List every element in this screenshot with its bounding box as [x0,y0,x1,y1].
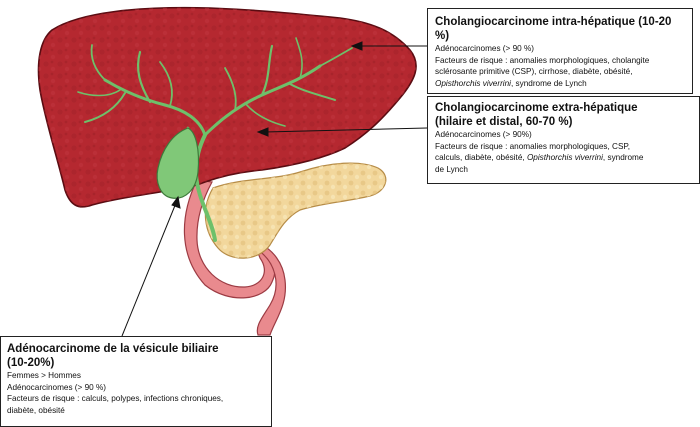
callout-line: calculs, diabète, obésité, Opisthorchis … [435,152,692,164]
callout-title: Adénocarcinome de la vésicule biliaire [7,343,219,355]
callout-text: calculs, diabète, obésité, [435,153,527,163]
callout-line: diabète, obésité [7,405,65,415]
callout-line: de Lynch [435,164,468,174]
callout-line: Femmes > Hommes [7,371,81,380]
bile-duct-tree [77,37,353,242]
callout-intrahepatic: Cholangiocarcinome intra-hépatique (10-2… [427,8,693,94]
callout-gallbladder: Adénocarcinome de la vésicule biliaire (… [0,336,272,427]
species-name: Opisthorchis viverrini [526,153,603,163]
callout-line: Opisthorchis viverrini, syndrome de Lync… [435,78,685,90]
callout-text: , syndrome [602,153,644,163]
pointer-arrow [121,41,428,337]
callout-line: Adénocarcinomes (> 90%) [435,130,532,139]
callout-line: Facteurs de risque : anomalies morpholog… [435,55,650,65]
callout-line: Facteurs de risque : anomalies morpholog… [435,141,631,151]
callout-line: sclérosante primitive (CSP), cirrhose, d… [435,67,633,77]
callout-title: Cholangiocarcinome extra-hépatique [435,102,638,114]
callout-text: , syndrome de Lynch [510,78,587,88]
callout-line: Facteurs de risque : calculs, polypes, i… [7,394,224,404]
callout-title: Cholangiocarcinome intra-hépatique (10-2… [435,16,672,42]
callout-line: Adénocarcinomes (> 90 %) [435,44,534,53]
gallbladder-illustration [156,127,200,199]
callout-title: (10-20%) [7,357,55,369]
callout-line: Adénocarcinomes (> 90 %) [7,382,106,392]
callout-extrahepatic: Cholangiocarcinome extra-hépatique (hila… [427,96,700,184]
species-name: Opisthorchis viverrini [435,78,511,88]
callout-title: (hilaire et distal, 60-70 %) [435,116,573,128]
